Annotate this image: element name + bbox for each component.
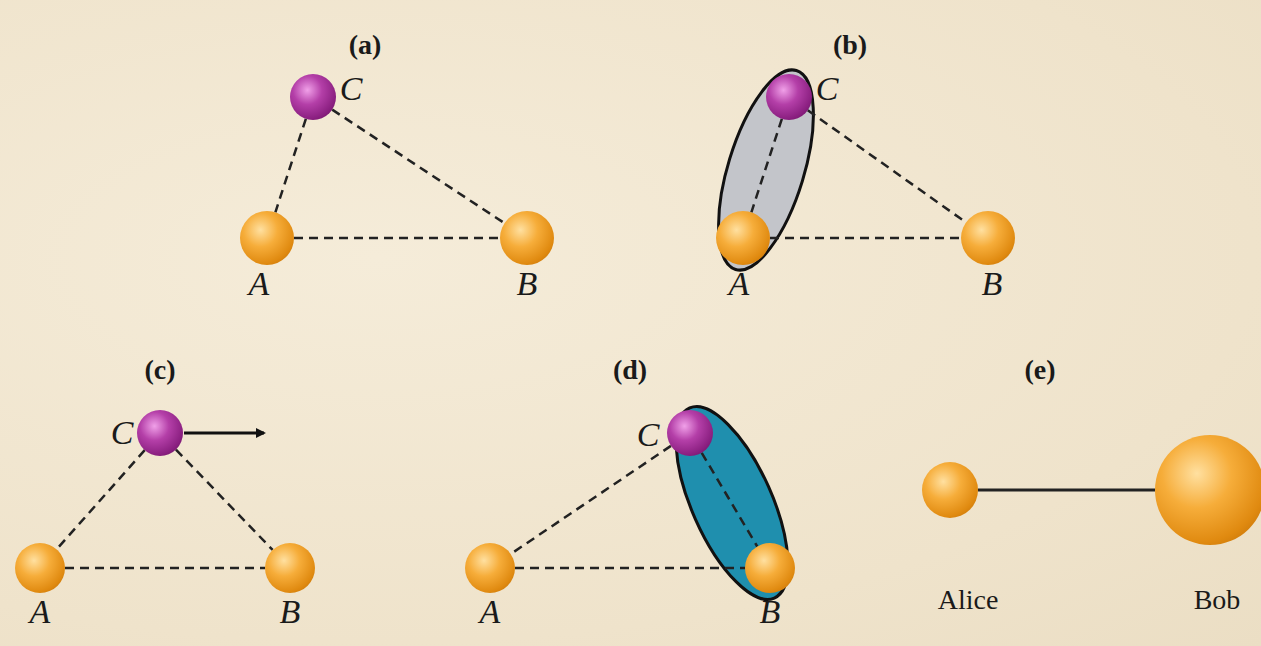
particle-sphere: Bob bbox=[1155, 435, 1261, 545]
particle-label: C bbox=[637, 418, 660, 452]
pair-ellipse bbox=[653, 392, 811, 615]
particle-label: C bbox=[816, 72, 839, 106]
dashed-link bbox=[65, 567, 265, 570]
dashed-link bbox=[275, 119, 305, 212]
particle-label: A bbox=[729, 267, 750, 301]
dashed-link bbox=[515, 567, 745, 570]
panel-label: (c) bbox=[144, 356, 175, 384]
particle-label: B bbox=[280, 595, 301, 629]
particle-sphere: B bbox=[961, 211, 1015, 265]
particle-label: A bbox=[30, 595, 51, 629]
particle-sphere: A bbox=[716, 211, 770, 265]
particle-label: Alice bbox=[938, 586, 999, 614]
panel-label: (e) bbox=[1024, 356, 1055, 384]
panel-label: (a) bbox=[349, 31, 382, 59]
particle-label: C bbox=[340, 72, 363, 106]
bond-line bbox=[978, 489, 1155, 492]
dashed-link bbox=[176, 450, 273, 550]
particle-sphere: A bbox=[15, 543, 65, 593]
particle-sphere: B bbox=[500, 211, 554, 265]
dashed-link bbox=[808, 110, 966, 222]
dashed-link bbox=[57, 450, 145, 549]
particle-label: B bbox=[517, 267, 538, 301]
particle-label: Bob bbox=[1194, 586, 1241, 614]
particle-sphere: C bbox=[290, 74, 336, 120]
particle-label: A bbox=[249, 267, 270, 301]
particle-sphere: C bbox=[766, 74, 812, 120]
pair-ellipse bbox=[699, 59, 832, 280]
particle-sphere: C bbox=[667, 410, 713, 456]
particle-sphere: Alice bbox=[922, 462, 978, 518]
panel-label: (b) bbox=[833, 31, 867, 59]
particle-label: A bbox=[480, 595, 501, 629]
particle-sphere: B bbox=[745, 543, 795, 593]
dashed-link bbox=[332, 110, 504, 223]
dashed-link bbox=[294, 237, 500, 240]
motion-arrow bbox=[184, 432, 264, 435]
particle-label: B bbox=[982, 267, 1003, 301]
particle-sphere: C bbox=[137, 410, 183, 456]
dashed-link bbox=[751, 119, 781, 212]
particle-label: C bbox=[111, 416, 134, 450]
panel-label: (d) bbox=[613, 356, 647, 384]
particle-sphere: B bbox=[265, 543, 315, 593]
dashed-link bbox=[770, 237, 961, 240]
particle-label: B bbox=[760, 595, 781, 629]
dashed-link bbox=[702, 453, 758, 547]
particle-sphere: A bbox=[465, 543, 515, 593]
particle-sphere: A bbox=[240, 211, 294, 265]
dashed-link bbox=[511, 446, 671, 554]
